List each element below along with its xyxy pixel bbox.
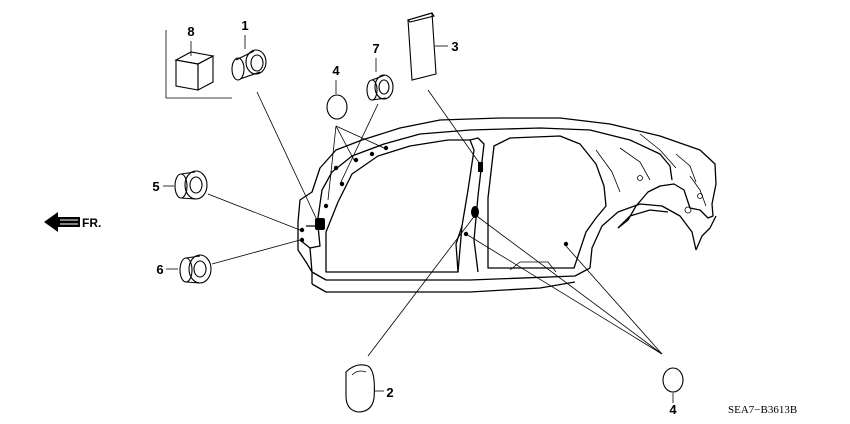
part-7-grommet[interactable]	[366, 58, 394, 101]
callout-8[interactable]: 8	[187, 24, 194, 39]
callout-3[interactable]: 3	[451, 39, 458, 54]
callout-4-top[interactable]: 4	[332, 63, 340, 78]
part-8-bracket	[165, 30, 232, 99]
body-holes	[299, 145, 569, 247]
callout-5[interactable]: 5	[152, 179, 159, 194]
callout-7[interactable]: 7	[372, 41, 379, 56]
body-side-panel	[297, 117, 717, 293]
part-5-grommet[interactable]	[163, 170, 208, 200]
part-4-plug-bottom[interactable]	[662, 367, 684, 403]
part-2-plug[interactable]	[345, 364, 384, 413]
diagram-code: SEA7−B3613B	[728, 404, 797, 416]
part-6-grommet[interactable]	[166, 254, 212, 284]
callout-2[interactable]: 2	[386, 385, 393, 400]
callout-1[interactable]: 1	[241, 18, 248, 33]
callout-6[interactable]: 6	[156, 262, 163, 277]
front-direction-indicator: FR.	[44, 212, 101, 232]
part-1-grommet[interactable]	[231, 35, 267, 81]
leader-lines	[207, 89, 663, 357]
callout-4-bottom[interactable]: 4	[669, 402, 677, 417]
part-3-pad[interactable]	[406, 12, 448, 81]
part-4-plug-top[interactable]	[326, 80, 348, 120]
part-8-pad[interactable]	[174, 41, 215, 91]
front-arrow-icon	[44, 212, 80, 232]
front-label: FR.	[82, 216, 101, 230]
